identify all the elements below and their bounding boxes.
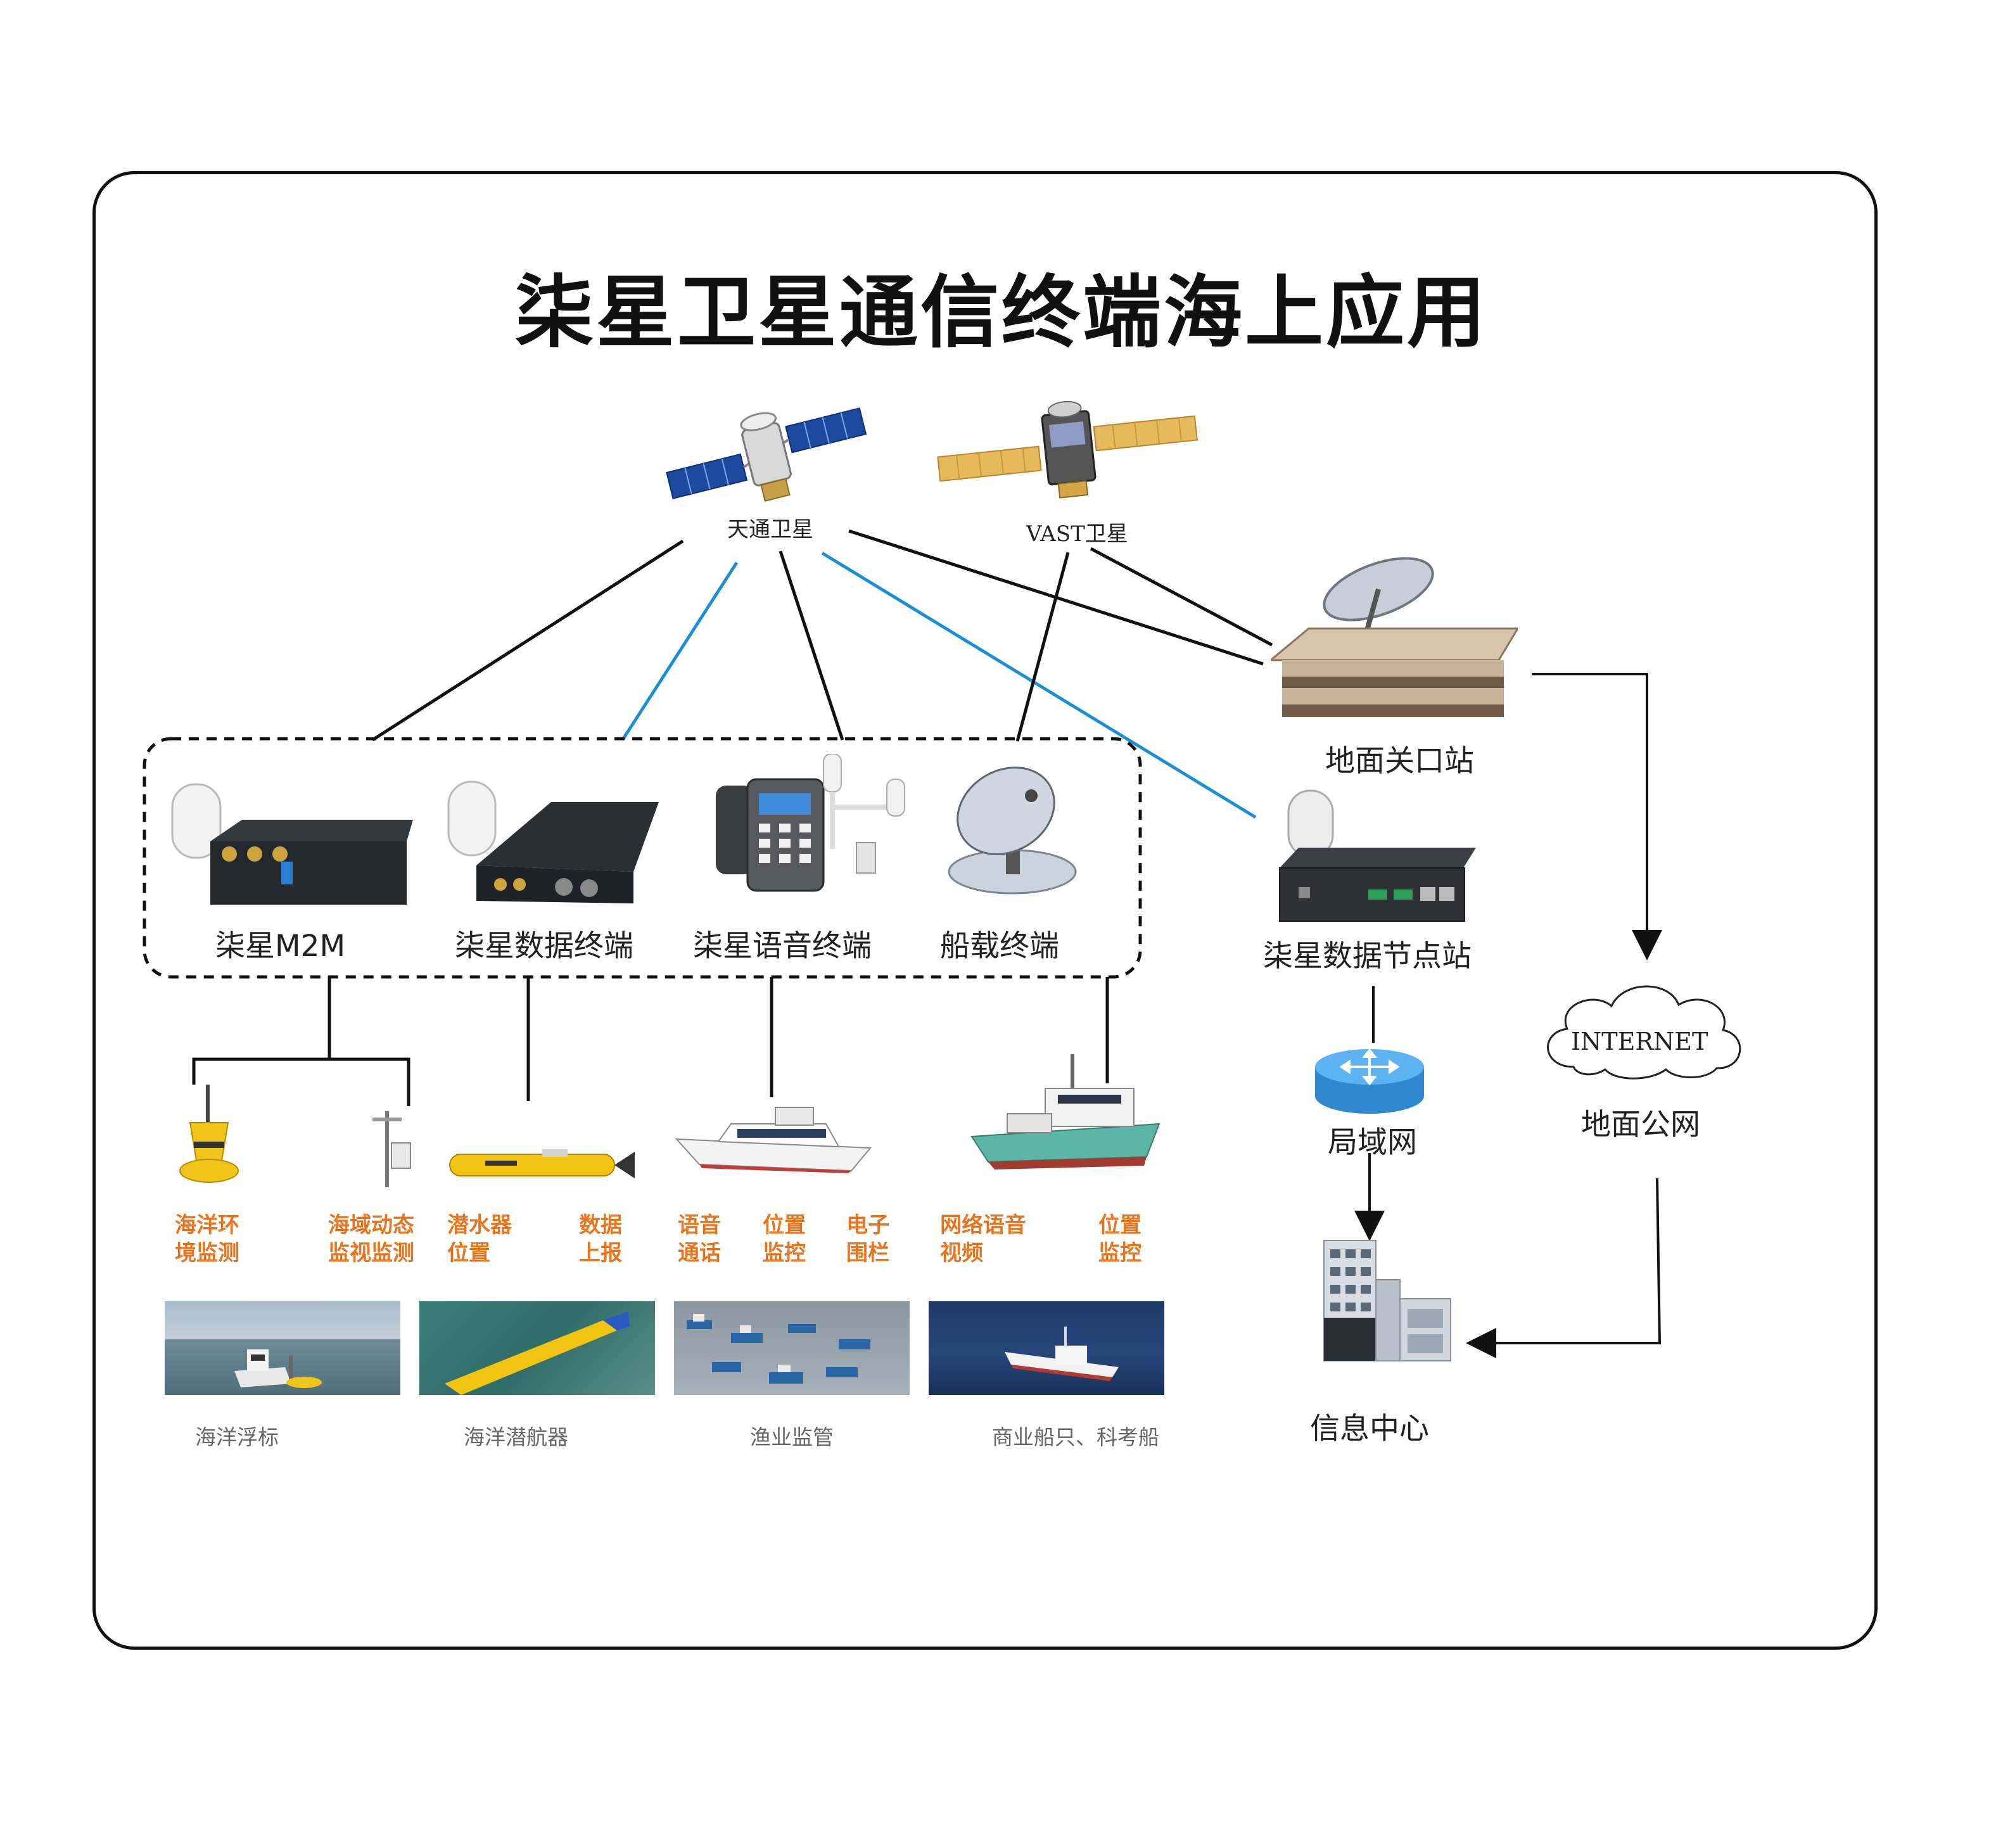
app-data-report: 数据 上报 xyxy=(579,1213,622,1266)
ground-gateway-icon xyxy=(1271,557,1518,717)
scenario-ocean-submersible-label: 海洋潜航器 xyxy=(464,1425,568,1450)
tiantong-satellite-label: 天通卫星 xyxy=(727,517,813,542)
voice-terminal-label: 柒星语音终端 xyxy=(693,929,872,964)
app-submersible-position: 潜水器 位置 xyxy=(447,1213,512,1266)
link-internet-info xyxy=(1466,1178,1662,1358)
page-title: 柒星卫星通信终端海上应用 xyxy=(514,267,1488,359)
info-center-building-icon xyxy=(1323,1240,1451,1361)
link-gateway-internet xyxy=(1532,673,1662,960)
diagram-frame xyxy=(92,171,1878,1650)
link-vast-ship xyxy=(1015,552,1070,742)
photo-ocean-buoy xyxy=(165,1301,400,1395)
photo-ocean-submersible xyxy=(419,1301,655,1395)
link-tiantong-terminals-mid xyxy=(779,551,844,741)
link-tiantong-terminals-blue xyxy=(621,561,739,740)
scenario-fishery-label: 渔业监管 xyxy=(750,1425,834,1450)
app-geo-fence: 电子 围栏 xyxy=(846,1213,889,1266)
link-m2m-split xyxy=(192,1057,410,1106)
m2m-terminal-icon xyxy=(171,783,413,905)
link-tiantong-node-blue xyxy=(821,551,1257,819)
lan-label: 局域网 xyxy=(1328,1125,1417,1160)
scenario-ocean-buoy-label: 海洋浮标 xyxy=(195,1425,279,1450)
ship-terminal-icon xyxy=(948,767,1077,895)
voice-terminal-icon xyxy=(716,754,905,892)
vast-satellite-label: VAST卫星 xyxy=(1026,521,1128,547)
app-maritime-surveillance: 海域动态 监视监测 xyxy=(328,1213,414,1266)
data-node-station-label: 柒星数据节点站 xyxy=(1263,939,1472,974)
app-ocean-env-monitoring: 海洋环 境监测 xyxy=(175,1213,239,1266)
link-vast-gateway xyxy=(1090,547,1273,647)
scenario-ships-label: 商业船只、科考船 xyxy=(992,1425,1159,1450)
patrol-boat-icon xyxy=(675,1107,872,1173)
tiantong-satellite-icon xyxy=(666,407,867,502)
ship-terminal-label: 船载终端 xyxy=(940,929,1059,964)
data-terminal-label: 柒星数据终端 xyxy=(455,929,633,964)
buoy-icon xyxy=(179,1085,239,1183)
m2m-label: 柒星M2M xyxy=(215,929,346,964)
vast-satellite-icon xyxy=(937,400,1198,499)
lan-router-icon xyxy=(1315,1048,1424,1114)
photo-commercial-research-ship xyxy=(929,1301,1164,1395)
public-network-label: 地面公网 xyxy=(1581,1107,1700,1142)
ground-gateway-label: 地面关口站 xyxy=(1325,744,1474,779)
link-tiantong-terminals-left xyxy=(371,539,684,742)
app-position-monitor-ship: 位置 监控 xyxy=(1098,1213,1141,1266)
photo-fishery-supervision xyxy=(674,1301,910,1395)
data-terminal-icon xyxy=(447,781,659,903)
app-voice-call: 语音 通话 xyxy=(678,1213,721,1266)
app-position-monitor: 位置 监控 xyxy=(763,1213,806,1266)
internet-cloud-icon xyxy=(1547,985,1741,1080)
terminal-group-box xyxy=(143,737,1142,979)
weather-station-icon xyxy=(372,1111,411,1187)
submersible-icon xyxy=(449,1149,635,1178)
research-ship-icon xyxy=(970,1054,1160,1169)
internet-label: INTERNET xyxy=(1571,1028,1708,1055)
data-node-station-icon xyxy=(1279,789,1476,922)
app-network-voice-video: 网络语音 视频 xyxy=(940,1213,1026,1266)
info-center-label: 信息中心 xyxy=(1310,1411,1429,1446)
